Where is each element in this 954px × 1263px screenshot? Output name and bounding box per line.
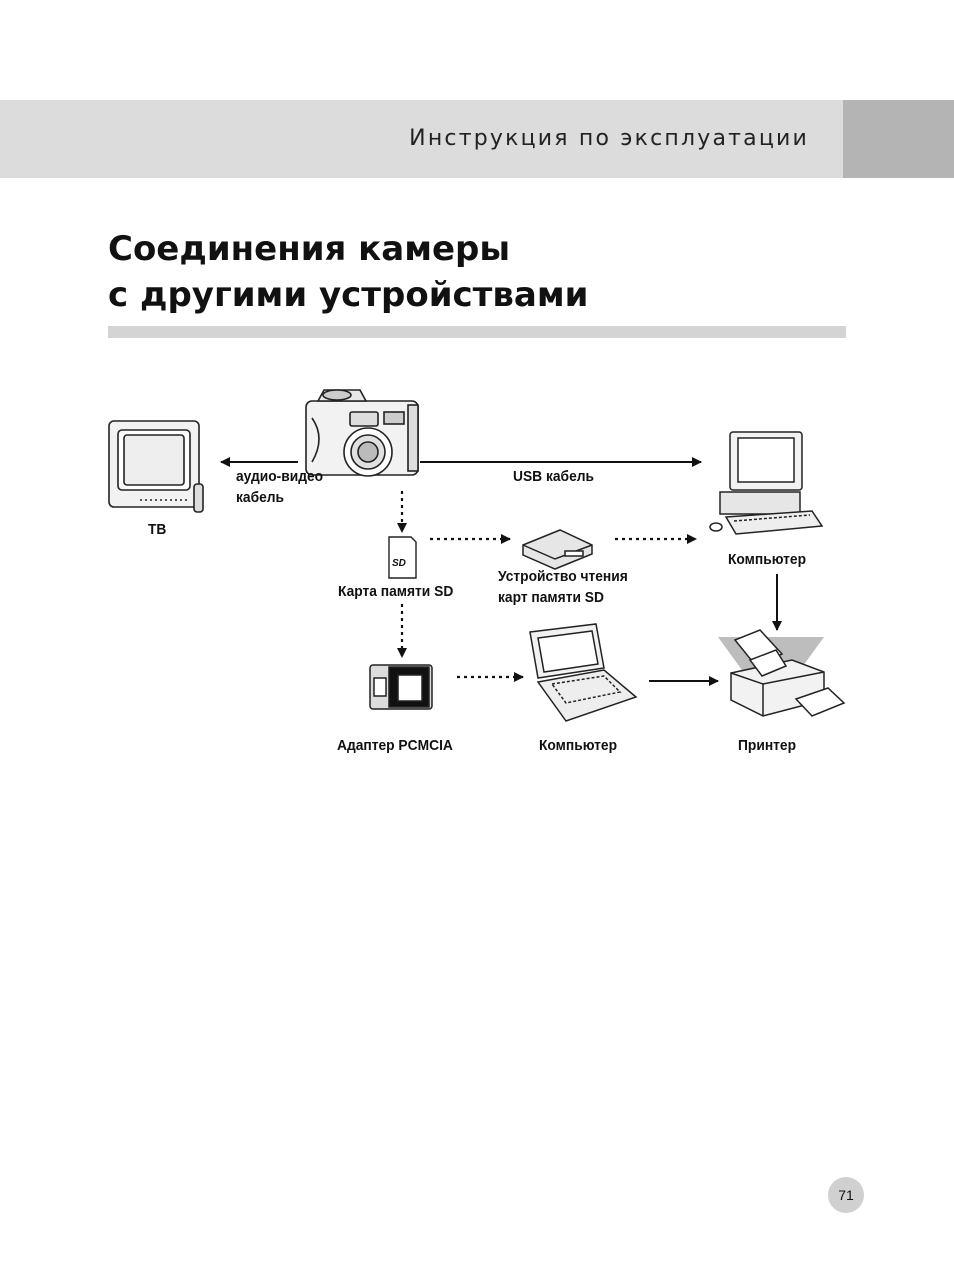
manual-title: Инструкция по эксплуатации (409, 126, 809, 151)
desktop-computer-label: Компьютер (728, 551, 807, 568)
page-number: 71 (828, 1177, 864, 1213)
sd-card-label: Карта памяти SD (338, 583, 454, 600)
tv-label: ТВ (148, 521, 167, 538)
printer-icon (718, 629, 846, 717)
laptop-computer-label: Компьютер (539, 737, 618, 754)
header-tab (843, 100, 954, 178)
av-cable-label: аудио-видео кабель (236, 466, 323, 508)
sd-logo: SD (392, 558, 406, 569)
header-band (0, 100, 843, 178)
title-rule (108, 326, 846, 338)
camera-icon (305, 389, 419, 477)
pcmcia-adapter-icon (369, 664, 433, 710)
page-title-line1: Соединения камеры (108, 229, 511, 269)
laptop-icon (529, 623, 638, 722)
page-title: Соединения камеры с другими устройствами (108, 226, 588, 318)
sd-card-icon: SD (388, 536, 417, 579)
av-cable-label-line2: кабель (236, 489, 285, 506)
page-title-line2: с другими устройствами (108, 275, 589, 315)
card-reader-label-line1: Устройство чтения (498, 568, 628, 585)
desktop-computer-icon (709, 431, 824, 535)
pcmcia-adapter-label: Адаптер PCMCIA (337, 737, 453, 754)
card-reader-label-line2: карт памяти SD (498, 589, 604, 606)
printer-label: Принтер (738, 737, 797, 754)
usb-cable-label: USB кабель (513, 468, 595, 485)
av-cable-label-line1: аудио-видео (236, 468, 324, 485)
tv-icon (108, 420, 204, 513)
card-reader-label: Устройство чтения карт памяти SD (498, 566, 628, 608)
card-reader-icon (522, 529, 593, 570)
